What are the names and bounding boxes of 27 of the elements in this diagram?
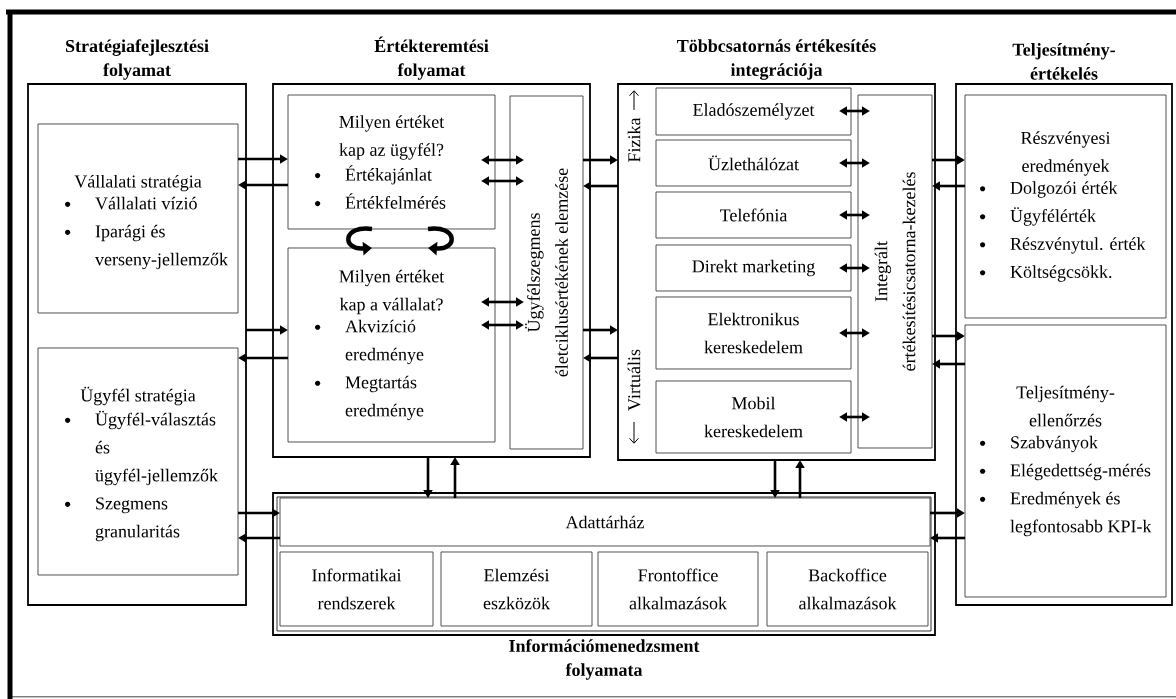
process-box: Elektronikus kereskedelem bbox=[655, 296, 852, 370]
node-label: Stratégiafejlesztési folyamat bbox=[66, 39, 209, 80]
text-box: Részvényesi eredmények Dolgozói érték Ügyfélérték Részvénytul. érték Költségcsökk. bbox=[964, 94, 1167, 319]
side-label: Fizika bbox=[627, 117, 641, 162]
process-box: Mobil kereskedelem bbox=[655, 380, 852, 454]
node-label: Információmenedzsment folyamata bbox=[509, 639, 700, 680]
text-box: Vállalati stratégia Vállalati vízió Iparági és verseny-jellemzők bbox=[37, 123, 239, 314]
text-box: Milyen értéket kap az ügyfél? Értékajánlat Értékfelmérés bbox=[287, 94, 496, 230]
process-box: Direkt marketing bbox=[655, 244, 852, 292]
process-box: Üzlethálózat bbox=[655, 139, 852, 187]
node-label: Értékteremtési folyamat bbox=[374, 36, 489, 80]
text-box: Ügyfél stratégia Ügyfél-választás és ügyfél-jellemzők Szegmens granularitás bbox=[37, 347, 239, 576]
process-box: Adattárház bbox=[279, 497, 931, 547]
process-box: Frontoffice alkalmazások bbox=[597, 551, 759, 627]
process-box: Telefónia bbox=[655, 191, 852, 239]
process-box: Eladószemélyzet bbox=[655, 87, 852, 136]
side-label: Virtuális bbox=[627, 349, 641, 411]
text-box: Milyen értéket kap a vállalat? Akvizíció eredménye Megtartás eredménye bbox=[287, 247, 496, 443]
text-box: Teljesítmény-ellenőrzés Szabványok Elégedettség-mérés Eredmények és legfontosabb KPI-k bbox=[964, 324, 1167, 598]
process-box: Informatikai rendszerek bbox=[279, 551, 434, 627]
node-label: Többcsatornás értékesítés integrációja bbox=[677, 39, 876, 80]
node-label: Teljesítmény-értékelés bbox=[1012, 43, 1116, 80]
vertical-text-box: Integrált értékesítésicsatorna-kezelés bbox=[857, 94, 933, 449]
curved-arrow bbox=[427, 226, 454, 256]
vertical-text-box: Ügyfélszegmens életciklusértékének elemzése bbox=[509, 95, 584, 450]
process-box: Elemzési eszközök bbox=[440, 551, 593, 627]
process-box: Backoffice alkalmazások bbox=[766, 551, 929, 627]
